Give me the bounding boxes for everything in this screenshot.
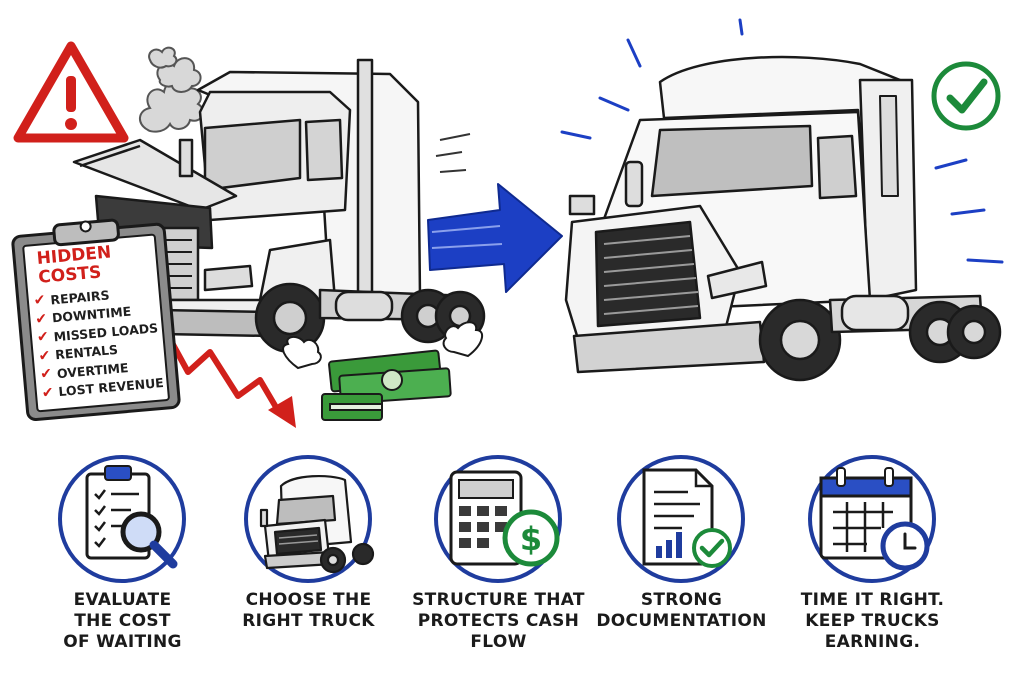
check-icon: ✔ — [39, 365, 53, 383]
shine-lines — [560, 18, 1004, 264]
step-caption-line: STRONG — [640, 590, 723, 610]
step-structure-cash-flow: $ STRUCTURE THAT PROTECTS CASH FLOW — [411, 452, 586, 653]
hidden-costs-clipboard — [11, 218, 181, 422]
step-caption: STRUCTURE THAT PROTECTS CASH FLOW — [411, 590, 586, 653]
step-caption: CHOOSE THE RIGHT TRUCK — [221, 590, 396, 632]
old-truck — [72, 58, 486, 354]
step-caption-line: RIGHT TRUCK — [242, 611, 375, 631]
step-choose-truck: CHOOSE THE RIGHT TRUCK — [221, 452, 396, 632]
calculator-dollar-icon: $ — [434, 455, 562, 583]
clipboard-magnifier-icon — [58, 455, 186, 583]
calendar-clock-icon — [808, 455, 936, 583]
step-caption-line: THE COST — [74, 611, 171, 631]
step-evaluate: EVALUATE THE COST OF WAITING — [35, 452, 210, 653]
truck-icon — [244, 455, 375, 583]
step-time-it-right: TIME IT RIGHT. KEEP TRUCKS EARNING. — [785, 452, 960, 653]
declining-arrow-icon — [162, 328, 296, 428]
clipboard-list: ✔REPAIRS ✔DOWNTIME ✔MISSED LOADS ✔RENTAL… — [33, 280, 182, 403]
check-icon: ✔ — [41, 384, 55, 402]
step-caption-line: CHOOSE THE — [245, 590, 372, 610]
speed-lines — [435, 133, 471, 173]
step-caption-line: KEEP TRUCKS — [805, 611, 940, 631]
top-scene — [11, 18, 1004, 428]
transition-arrow-icon — [427, 183, 563, 293]
smoke-icon — [139, 46, 205, 133]
step-caption-line: STRUCTURE THAT — [412, 590, 585, 610]
check-icon: ✔ — [33, 292, 47, 310]
step-caption: STRONG DOCUMENTATION — [594, 590, 769, 632]
step-caption-line: DOCUMENTATION — [596, 611, 767, 631]
check-icon: ✔ — [37, 347, 52, 365]
success-check-icon — [931, 61, 1001, 131]
step-caption: EVALUATE THE COST OF WAITING — [35, 590, 210, 653]
step-caption-line: TIME IT RIGHT. — [800, 590, 945, 610]
check-icon: ✔ — [36, 329, 50, 347]
svg-text:$: $ — [520, 520, 542, 558]
step-caption: TIME IT RIGHT. KEEP TRUCKS EARNING. — [785, 590, 960, 653]
check-icon: ✔ — [34, 310, 48, 328]
step-caption-line: PROTECTS CASH FLOW — [417, 611, 580, 652]
step-documentation: STRONG DOCUMENTATION — [594, 452, 769, 632]
step-caption-line: EARNING. — [824, 632, 921, 652]
warning-icon — [13, 41, 129, 143]
step-caption-line: OF WAITING — [63, 632, 182, 652]
document-check-icon — [617, 455, 745, 583]
new-truck — [564, 55, 1002, 382]
flying-money-icon — [282, 321, 484, 421]
step-caption-line: EVALUATE — [73, 590, 172, 610]
